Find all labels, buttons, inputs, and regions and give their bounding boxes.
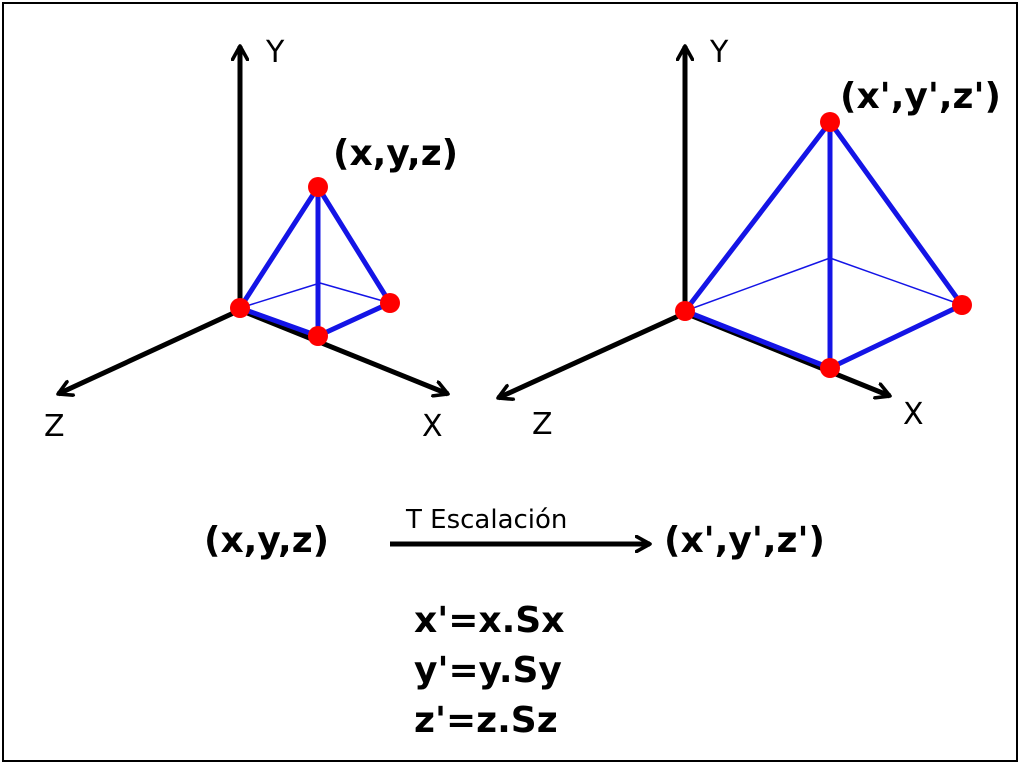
right-z-axis-label: Z [532, 407, 553, 442]
left-z-axis-label: Z [44, 409, 65, 444]
left-vertex [308, 326, 328, 346]
left-hidden-edge [239, 282, 321, 309]
left-vertex [230, 298, 250, 318]
right-vertex [820, 358, 840, 378]
left-edge [315, 184, 393, 306]
equation-z: z'=z.Sz [414, 700, 558, 741]
right-edge [682, 308, 833, 371]
left-figure: Y Z X (x,y,z) [44, 35, 458, 444]
left-vertex [308, 177, 328, 197]
right-x-axis-label: X [903, 397, 924, 432]
right-apex-label: (x',y',z') [840, 76, 1001, 117]
left-x-axis-label: X [422, 409, 443, 444]
left-edge [315, 300, 393, 339]
left-vertices [230, 177, 400, 346]
right-edge [682, 119, 833, 314]
left-edge [237, 305, 321, 339]
right-hidden-edge [829, 257, 963, 306]
left-axes [58, 46, 448, 394]
transform-target: (x',y',z') [664, 520, 825, 561]
right-pyramid [682, 119, 965, 371]
right-vertex [820, 112, 840, 132]
right-hidden-edge [684, 257, 831, 312]
scaling-equations: x'=x.Sx y'=y.Sy z'=z.Sz [414, 600, 564, 741]
left-y-axis-label: Y [265, 35, 285, 70]
left-pyramid [237, 184, 393, 339]
right-z-axis [498, 310, 687, 398]
right-figure: Y Z X (x',y',z') [498, 35, 1001, 442]
right-edge [827, 119, 965, 308]
right-vertex [952, 295, 972, 315]
right-vertex [675, 301, 695, 321]
left-vertex [380, 293, 400, 313]
left-x-axis [239, 307, 448, 394]
left-apex-label: (x,y,z) [333, 133, 458, 174]
right-y-axis-label: Y [709, 35, 729, 70]
transform-source: (x,y,z) [204, 520, 329, 561]
left-edge [237, 184, 321, 311]
transform-row: (x,y,z) T Escalación (x',y',z') [204, 505, 825, 561]
left-z-axis [58, 307, 242, 394]
right-edge [827, 302, 965, 371]
transform-arrow-label: T Escalación [405, 505, 567, 535]
right-vertices [675, 112, 972, 378]
equation-y: y'=y.Sy [414, 650, 562, 691]
left-hidden-edge [319, 282, 391, 304]
equation-x: x'=x.Sx [414, 600, 564, 641]
